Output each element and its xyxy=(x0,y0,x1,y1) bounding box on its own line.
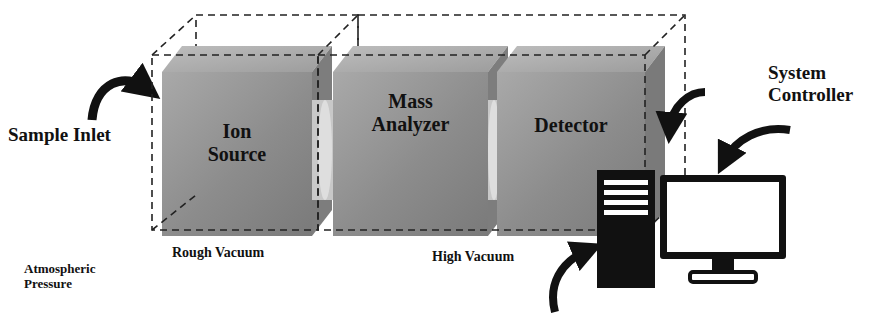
controller-label: System Controller xyxy=(768,62,868,106)
feedback-arrow xyxy=(553,250,588,312)
controller-arrow xyxy=(670,92,705,128)
controller-arrow xyxy=(725,129,790,160)
sample-inlet-label: Sample Inlet xyxy=(8,124,128,146)
inlet-arrow xyxy=(92,81,146,120)
vacuum-label: High Vacuum xyxy=(432,249,552,265)
box-title: Mass Analyzer xyxy=(356,90,466,136)
box-3d-faces xyxy=(162,46,665,236)
ion-source-box: Ion Source xyxy=(162,72,312,236)
mass-analyzer-box: Mass Analyzer xyxy=(333,72,488,236)
vacuum-region-front xyxy=(152,15,685,230)
pressure-label: Atmospheric Pressure xyxy=(24,262,104,292)
box-title: Ion Source xyxy=(192,120,282,166)
vacuum-label: Rough Vacuum xyxy=(172,245,302,261)
computer-icon xyxy=(597,170,786,288)
box-title: Detector xyxy=(534,114,607,137)
detector-box: Detector xyxy=(497,72,645,236)
